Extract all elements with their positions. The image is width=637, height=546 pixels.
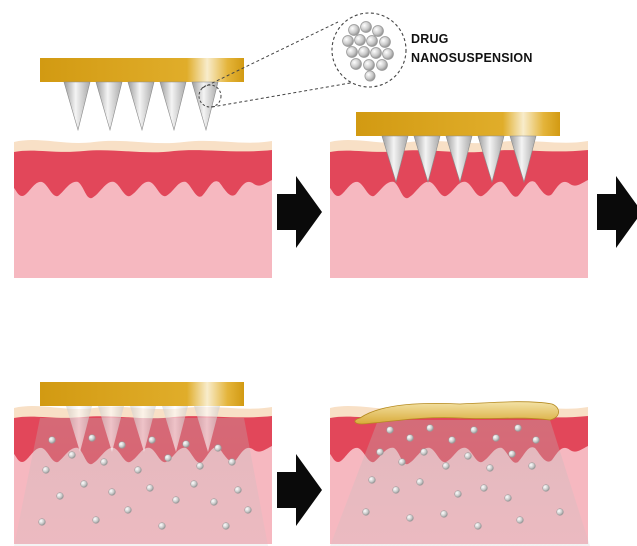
microneedle <box>160 82 186 130</box>
callout-label-line2: NANOSUSPENSION <box>411 51 533 65</box>
microneedle <box>96 82 122 130</box>
microneedle-array <box>64 82 218 130</box>
microneedle-patch-backing <box>356 112 560 136</box>
zoom-callout: DRUG NANOSUSPENSION <box>199 13 533 107</box>
microneedle-patch-backing <box>40 382 244 406</box>
microneedle <box>192 82 218 130</box>
arrow-right-icon <box>597 176 637 248</box>
callout-label-line1: DRUG <box>411 32 449 46</box>
arrow-right-icon <box>277 176 322 248</box>
step-3-needles-dissolving <box>14 382 272 546</box>
step-2-patch-inserted <box>330 112 588 278</box>
microneedle-patch-backing <box>40 58 244 82</box>
microneedle <box>64 82 90 130</box>
step-4-needles-dissolved <box>330 402 590 546</box>
skin-tissue <box>14 140 272 278</box>
microneedle <box>128 82 154 130</box>
arrow-right-icon <box>277 454 322 526</box>
